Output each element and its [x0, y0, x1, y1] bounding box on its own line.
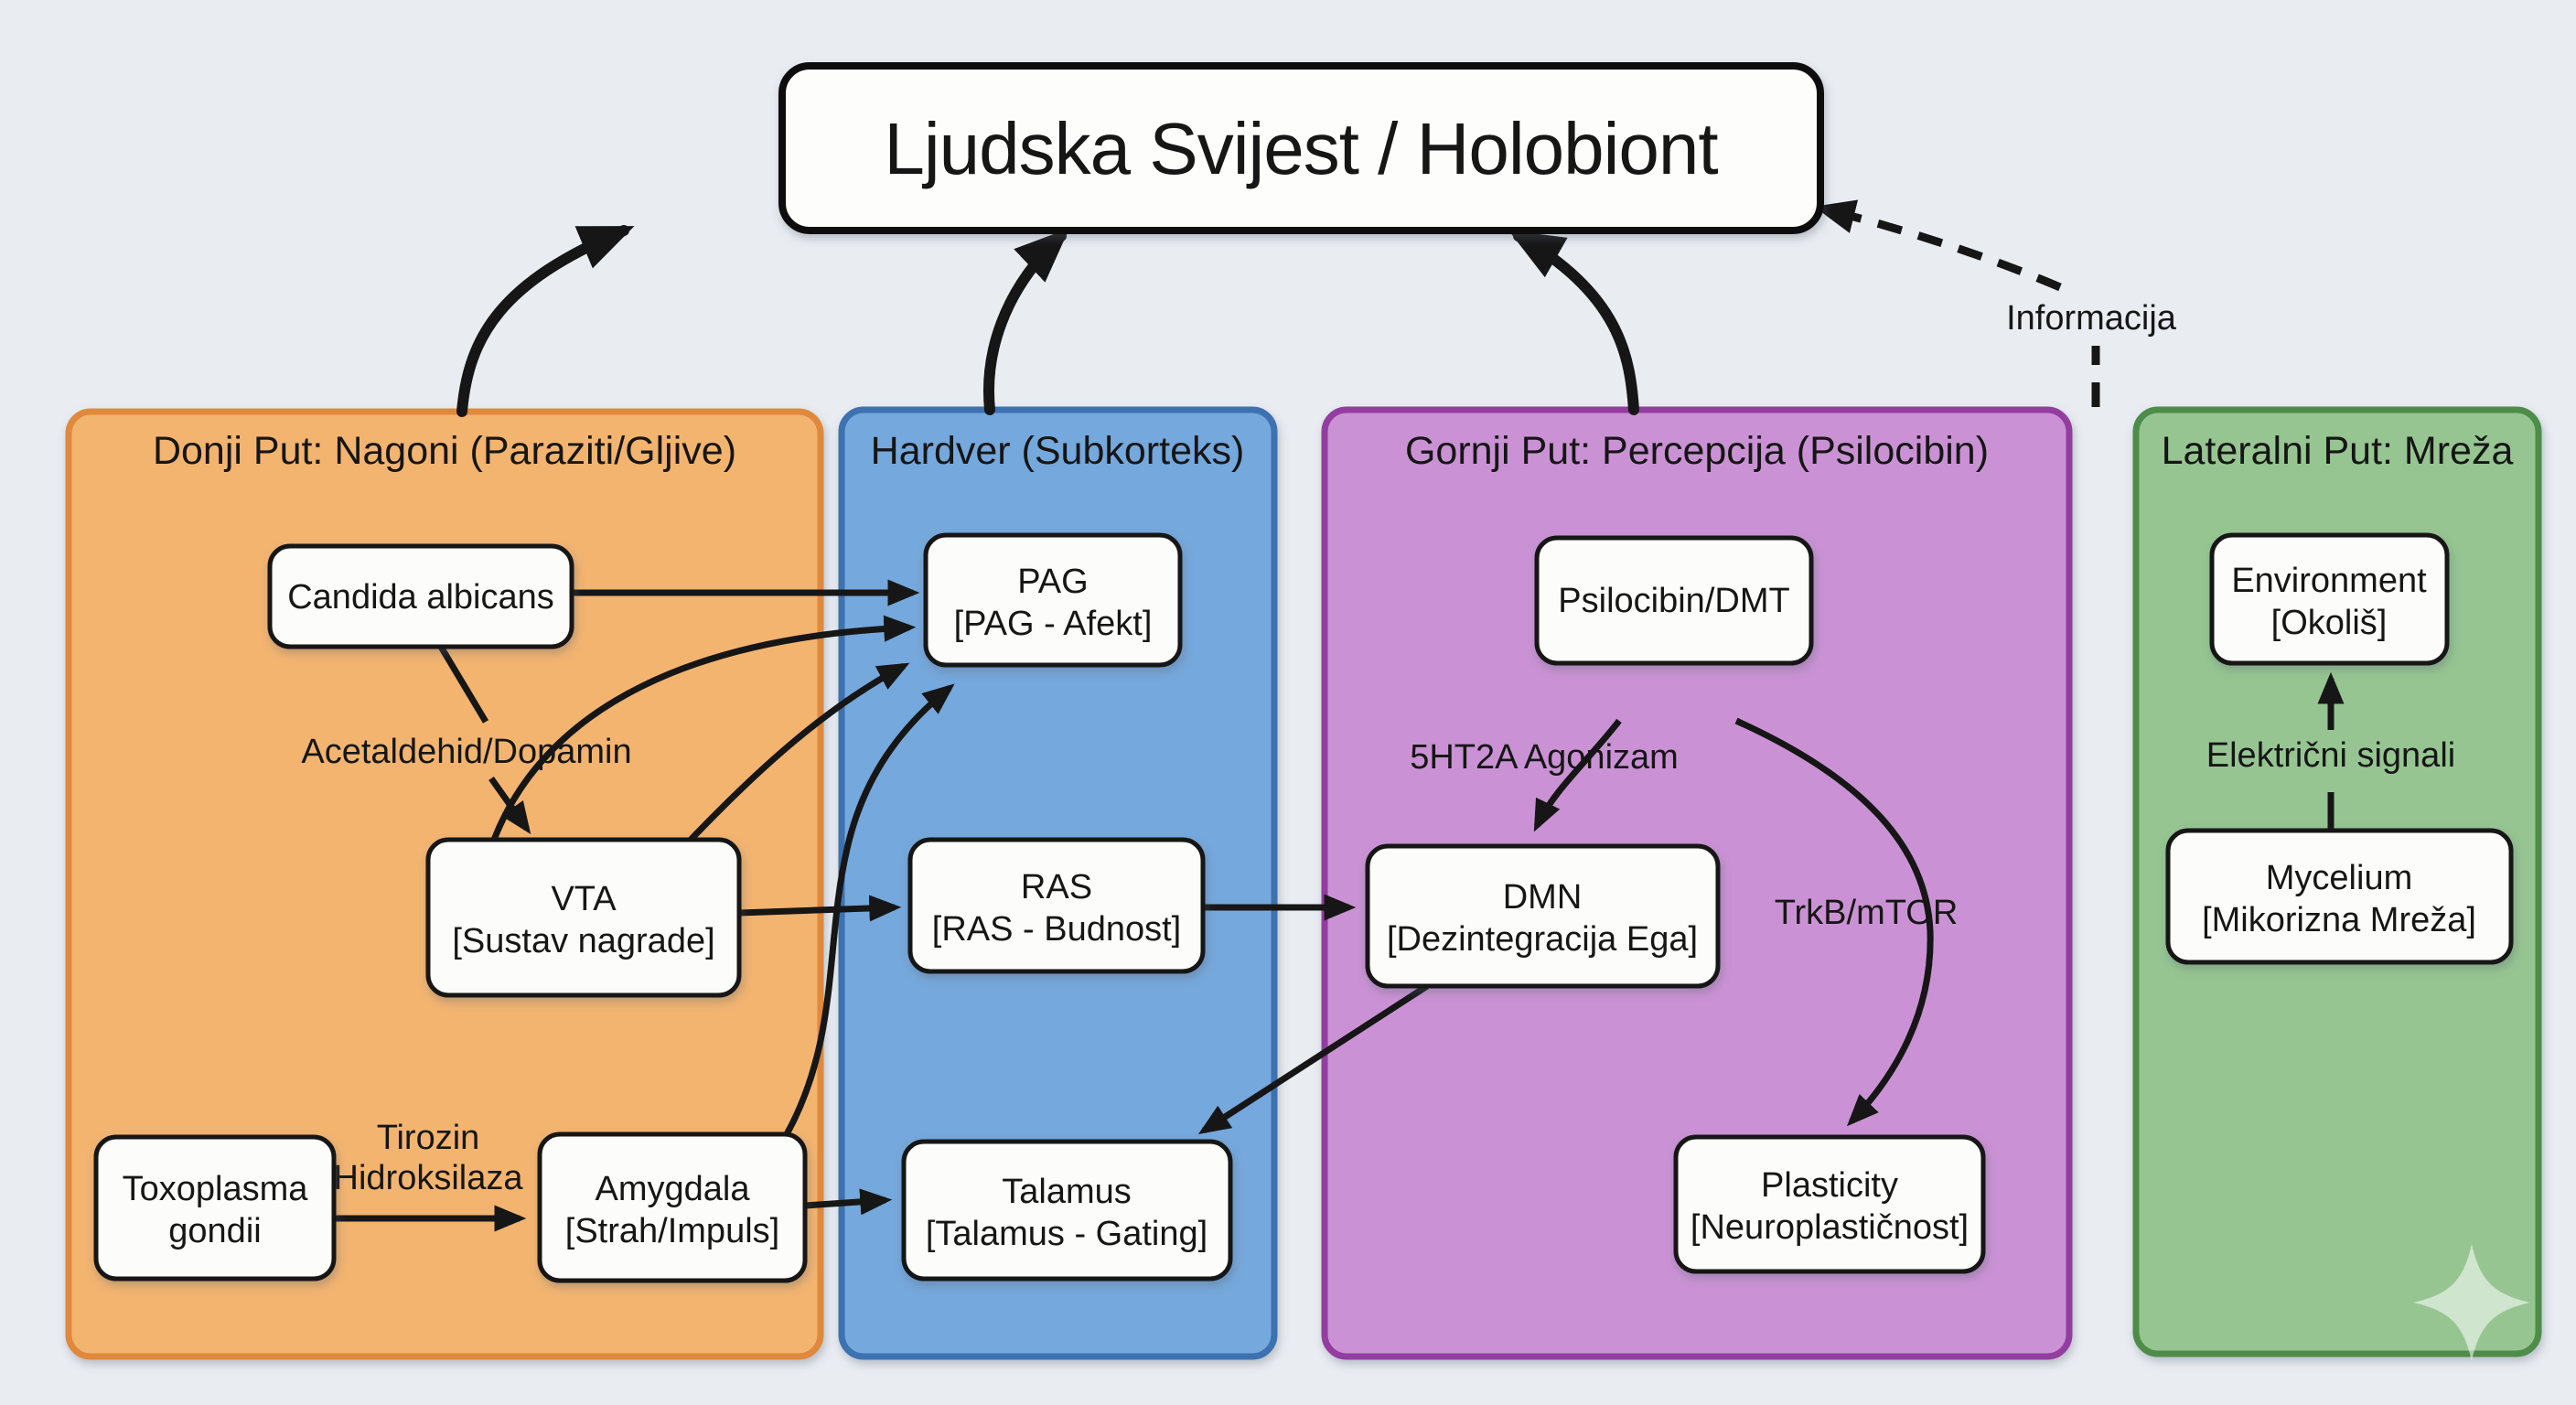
- node-vta: VTA [Sustav nagrade]: [425, 837, 742, 998]
- arrow-psilocibin-to-dmn: [1533, 718, 1622, 832]
- node-dmn-box: [1365, 843, 1721, 989]
- arrow-panel-lower-to-title: [456, 225, 635, 417]
- node-talamus-label-line2: [Talamus - Gating]: [926, 1215, 1208, 1253]
- node-talamus-box: [901, 1139, 1233, 1282]
- label-informacija: Informacija: [2006, 299, 2177, 338]
- node-environment: Environment [Okoliš]: [2209, 532, 2450, 666]
- node-toxoplasma-box: [93, 1134, 337, 1282]
- arrow-amygdala-to-talamus: [804, 1188, 893, 1216]
- page-title: Ljudska Svijest / Holobiont: [884, 108, 1718, 189]
- dashed-arrow-informacija-to-title: [1813, 199, 2062, 292]
- node-psilocibin-label: Psilocibin/DMT: [1558, 582, 1789, 620]
- node-vta-box: [425, 837, 742, 998]
- node-plasticity-box: [1673, 1134, 1986, 1274]
- node-mycelium-label-line2: [Mikorizna Mreža]: [2202, 901, 2476, 939]
- panel-upper-header: Gornji Put: Percepcija (Psilocibin): [1405, 429, 1989, 473]
- node-pag-label-line1: PAG: [1017, 563, 1088, 601]
- node-dmn-label-line1: DMN: [1503, 878, 1583, 917]
- node-candida-box: [267, 543, 574, 649]
- node-plasticity-label-line1: Plasticity: [1761, 1166, 1898, 1205]
- node-ras-box: [907, 837, 1206, 974]
- node-candida: Candida albicans: [267, 543, 574, 649]
- arrow-panel-hardware-to-title: [983, 228, 1070, 415]
- title-node: Ljudska Svijest / Holobiont: [778, 62, 1824, 234]
- arrow-psilocibin-to-plasticity: [1734, 717, 1934, 1127]
- label-trkb-mtor: TrkB/mTOR: [1775, 894, 1959, 932]
- node-ras: RAS [RAS - Budnost]: [907, 837, 1206, 974]
- panel-lower-header: Donji Put: Nagoni (Paraziti/Gljive): [153, 429, 736, 473]
- node-environment-box: [2209, 532, 2450, 666]
- node-toxoplasma-label-line2: gondii: [168, 1212, 261, 1250]
- node-psilocibin-box: [1534, 535, 1814, 666]
- title-box: [778, 62, 1824, 234]
- edges: [334, 199, 2345, 1232]
- node-vta-label-line2: [Sustav nagrade]: [452, 922, 714, 960]
- sparkle-icon: [2413, 1244, 2530, 1361]
- node-vta-label-line1: VTA: [551, 880, 617, 918]
- arrow-panel-upper-to-title: [1508, 230, 1639, 415]
- node-candida-label: Candida albicans: [287, 578, 554, 617]
- line-candida-to-acetaldehid-label: [437, 645, 489, 724]
- arrow-amygdala-to-pag: [783, 683, 955, 1136]
- node-environment-label-line2: [Okoliš]: [2271, 604, 2388, 642]
- node-ras-label-line1: RAS: [1021, 868, 1092, 906]
- panel-hardware-header: Hardver (Subkorteks): [871, 429, 1245, 473]
- node-pag-box: [923, 532, 1183, 668]
- panel-lateral-header: Lateralni Put: Mreža: [2162, 429, 2514, 473]
- node-dmn-label-line2: [Dezintegracija Ega]: [1387, 920, 1698, 959]
- node-talamus: Talamus [Talamus - Gating]: [901, 1139, 1233, 1282]
- node-pag-label-line2: [PAG - Afekt]: [954, 605, 1153, 643]
- node-toxoplasma-label-line1: Toxoplasma: [123, 1170, 309, 1208]
- edge-labels: Acetaldehid/Dopamin Tirozin Hidroksilaza…: [301, 299, 2455, 1197]
- node-ras-label-line2: [RAS - Budnost]: [932, 910, 1181, 949]
- node-talamus-label-line1: Talamus: [1002, 1173, 1132, 1211]
- arrow-dmn-to-talamus: [1197, 983, 1429, 1134]
- node-pag: PAG [PAG - Afekt]: [923, 532, 1183, 668]
- arrow-vta-to-pag-lower: [688, 662, 910, 842]
- node-mycelium-label-line1: Mycelium: [2266, 859, 2412, 897]
- node-toxoplasma: Toxoplasma gondii: [93, 1134, 337, 1282]
- node-mycelium: Mycelium [Mikorizna Mreža]: [2165, 828, 2514, 965]
- node-amygdala-box: [537, 1132, 808, 1283]
- node-amygdala-label-line1: Amygdala: [596, 1170, 751, 1208]
- node-amygdala: Amygdala [Strah/Impuls]: [537, 1132, 808, 1283]
- node-plasticity: Plasticity [Neuroplastičnost]: [1673, 1134, 1986, 1274]
- label-tirozin-line1: Tirozin: [377, 1119, 480, 1157]
- label-tirozin-line2: Hidroksilaza: [334, 1159, 524, 1197]
- arrow-vta-to-ras: [738, 895, 902, 922]
- node-amygdala-label-line2: [Strah/Impuls]: [565, 1212, 779, 1250]
- label-elektricni-signali: Električni signali: [2206, 736, 2455, 775]
- arrow-vta-to-pag-upper: [490, 615, 917, 842]
- node-psilocibin: Psilocibin/DMT: [1534, 535, 1814, 666]
- label-acetaldehid-dopamin: Acetaldehid/Dopamin: [301, 733, 631, 771]
- node-environment-label-line1: Environment: [2231, 562, 2427, 600]
- label-5ht2a-agonizam: 5HT2A Agonizam: [1410, 738, 1679, 777]
- node-plasticity-label-line2: [Neuroplastičnost]: [1690, 1208, 1969, 1247]
- node-mycelium-box: [2165, 828, 2514, 965]
- node-dmn: DMN [Dezintegracija Ega]: [1365, 843, 1721, 989]
